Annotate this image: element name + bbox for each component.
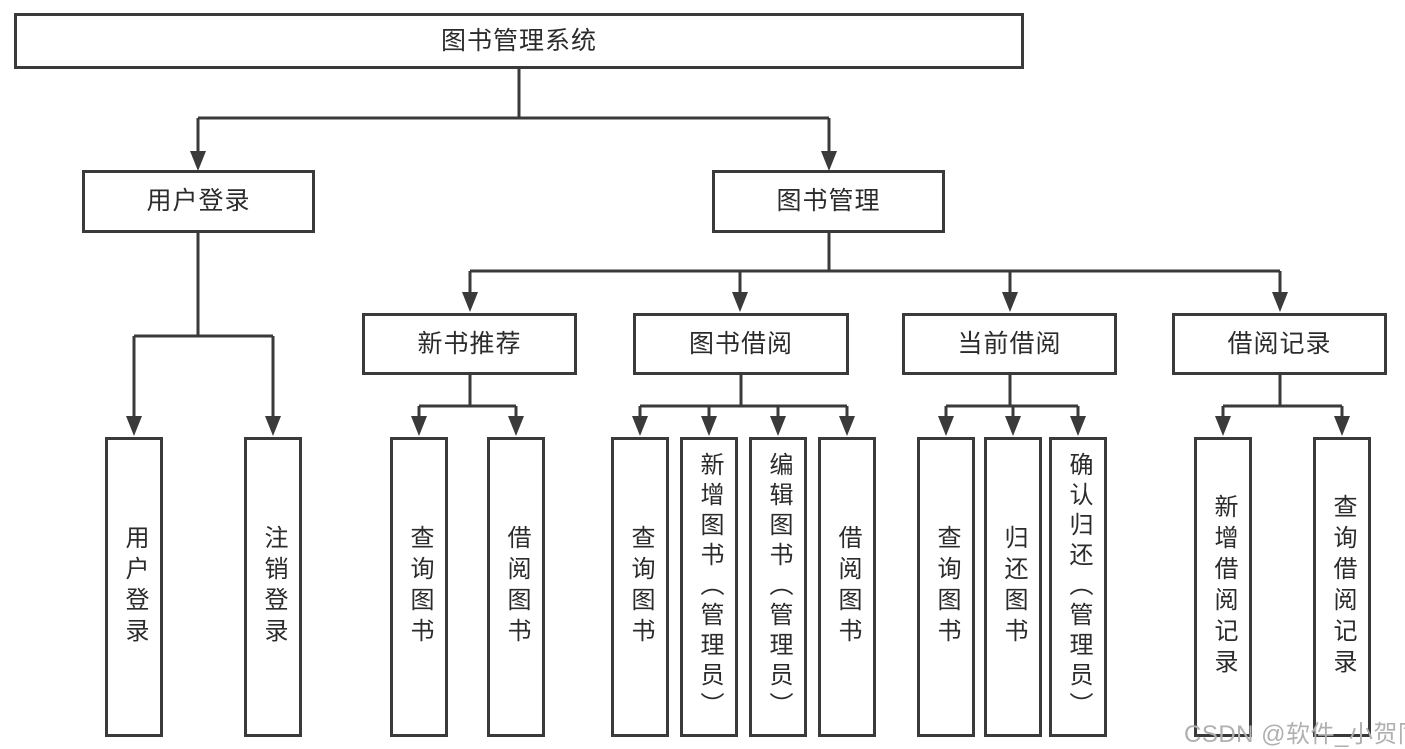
node-user-login: 用户登录 [82,170,315,233]
leaf-add-borrow-record: 新增借阅记录 [1194,437,1252,737]
arrowhead-icon [632,416,648,436]
arrowhead-icon [701,416,717,436]
leaf-borrow-book-2: 借阅图书 [818,437,876,737]
arrowhead-icon [265,416,281,436]
arrowhead-icon [508,416,524,436]
leaf-return-book-label: 归还图书 [1000,525,1027,649]
node-current-borrow: 当前借阅 [902,313,1117,375]
node-book-borrow-label: 图书借阅 [688,329,793,358]
leaf-return-book: 归还图书 [984,437,1042,737]
arrowhead-icon [411,416,427,436]
leaf-query-book-2-label: 查询图书 [627,525,654,649]
arrowhead-icon [839,416,855,436]
node-book-management: 图书管理 [712,170,945,233]
arrowhead-icon [126,416,142,436]
csdn-watermark: CSDN @软件_小贺同学 [1184,721,1405,748]
connector-borrow-record-children [1221,375,1344,418]
leaf-query-book-3: 查询图书 [917,437,975,737]
leaf-borrow-book-1-label: 借阅图书 [503,525,530,649]
connector-book-borrow-children [638,375,849,418]
arrowhead-icon [770,416,786,436]
node-book-management-label: 图书管理 [776,187,881,215]
arrowhead-icon [462,292,478,312]
leaf-user-login-label: 用户登录 [121,525,148,649]
connector-book-mgmt-sections [468,233,1282,294]
leaf-logout: 注销登录 [244,437,302,737]
leaf-confirm-return-admin-label: 确认归还（管理员） [1065,452,1092,722]
arrowhead-icon [821,151,837,171]
leaf-query-borrow-record: 查询借阅记录 [1313,437,1371,737]
leaf-add-book-admin-label: 新增图书（管理员） [696,452,723,722]
connector-new-book-children [417,375,518,418]
leaf-edit-book-admin: 编辑图书（管理员） [749,437,807,737]
node-new-book-recommend: 新书推荐 [362,313,577,375]
arrowhead-icon [1272,292,1288,312]
leaf-add-borrow-record-label: 新增借阅记录 [1210,494,1237,680]
leaf-add-book-admin: 新增图书（管理员） [680,437,738,737]
node-new-book-recommend-label: 新书推荐 [417,329,522,358]
leaf-query-book-2: 查询图书 [611,437,669,737]
leaf-query-borrow-record-label: 查询借阅记录 [1329,494,1356,680]
arrowhead-icon [938,416,954,436]
arrowhead-icon [1005,416,1021,436]
leaf-query-book-1: 查询图书 [390,437,448,737]
connector-user-login-children [132,233,275,418]
arrowhead-icon [1070,416,1086,436]
leaf-borrow-book-2-label: 借阅图书 [834,525,861,649]
leaf-logout-label: 注销登录 [260,525,287,649]
leaf-query-book-3-label: 查询图书 [933,525,960,649]
node-borrow-record-label: 借阅记录 [1227,329,1332,358]
node-book-borrow: 图书借阅 [633,313,849,375]
arrowhead-icon [1215,416,1231,436]
connector-current-borrow-children [944,375,1080,418]
leaf-query-book-1-label: 查询图书 [406,525,433,649]
connector-root-to-branches [196,69,831,153]
arrowhead-icon [1002,292,1018,312]
leaf-borrow-book-1: 借阅图书 [487,437,545,737]
node-user-login-label: 用户登录 [146,187,251,215]
node-root: 图书管理系统 [14,13,1024,69]
leaf-edit-book-admin-label: 编辑图书（管理员） [765,452,792,722]
node-root-label: 图书管理系统 [440,26,597,55]
leaf-confirm-return-admin: 确认归还（管理员） [1049,437,1107,737]
arrowhead-icon [190,151,206,171]
arrowhead-icon [1334,416,1350,436]
node-current-borrow-label: 当前借阅 [957,329,1062,358]
node-borrow-record: 借阅记录 [1172,313,1387,375]
arrowhead-icon [732,292,748,312]
leaf-user-login: 用户登录 [105,437,163,737]
